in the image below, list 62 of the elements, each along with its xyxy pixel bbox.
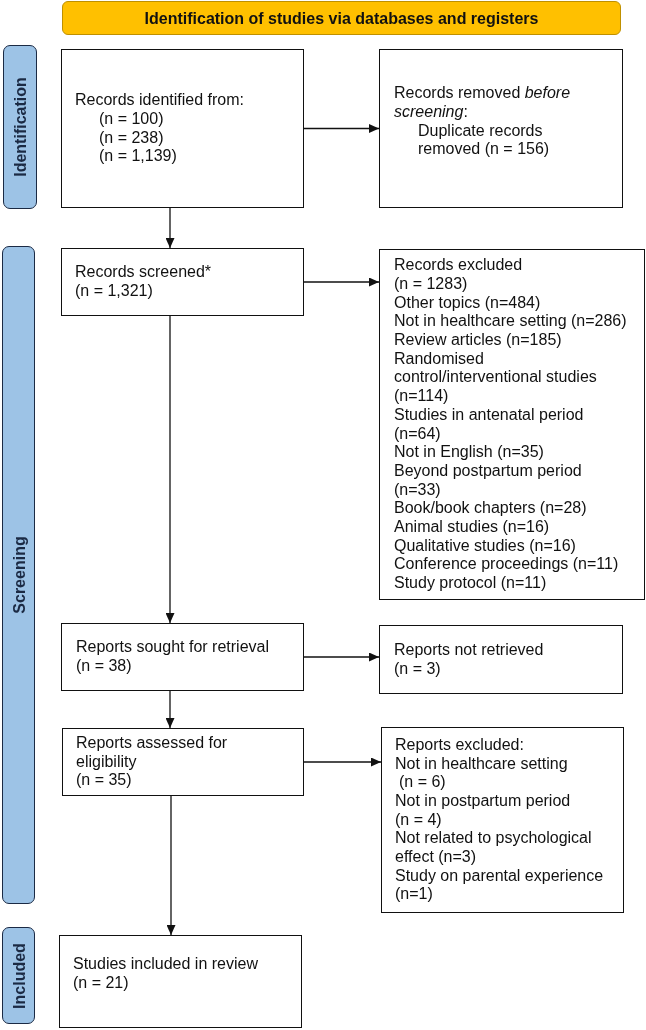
box-text: Qualitative studies (n=16) <box>394 536 577 556</box>
box-text: (n = 38) <box>76 657 133 676</box>
box-text: (n = 35) <box>76 771 133 791</box>
box-heading: Reports sought for retrieval <box>76 638 270 657</box>
box-text: (n = 1,139) <box>99 147 178 166</box>
process-box <box>61 49 304 208</box>
box-text: (n = 3) <box>394 659 442 679</box>
phase-label: Identification <box>10 77 30 177</box>
phase-band <box>3 45 37 209</box>
arrow <box>165 690 175 729</box>
box-text: Not related to psychological effect (n=3) <box>395 829 593 867</box>
phase-band <box>2 246 35 904</box>
phase-label: Screening <box>9 536 28 614</box>
phase-label: Included <box>9 942 28 1009</box>
box-text: Randomised control/interventional studies (n=114) <box>394 349 598 406</box>
arrow <box>303 757 382 767</box>
box-text: Not in healthcare setting (n=286) <box>394 312 628 331</box>
box-heading: Reports not retrieved <box>394 640 545 660</box>
process-box <box>61 248 304 316</box>
box-text: Not in English (n=35) <box>394 443 545 462</box>
box-heading: Records screened* <box>75 263 213 282</box>
box-text: Studies in antenatal period (n=64) <box>394 405 585 444</box>
header-text: Identification of studies via databases and registers <box>144 8 539 28</box>
box-text: (n = 4) <box>395 810 443 830</box>
box-text: (n = 100) <box>99 109 165 129</box>
process-box <box>381 727 624 913</box>
box-text: (n = 1283) <box>394 274 469 294</box>
box-text: Review articles (n=185) <box>394 331 563 350</box>
box-heading: Studies included in review <box>73 954 259 974</box>
box-text: Conference proceedings (n=11) <box>394 555 620 575</box>
box-heading: Records excluded <box>394 256 524 275</box>
process-box <box>379 49 623 208</box>
box-text: Duplicate records removed (n = 156) <box>418 121 551 159</box>
box-text: Study on parental experience (n=1) <box>395 866 605 905</box>
box-text: (n = 1,321) <box>75 282 154 301</box>
section-header <box>62 1 621 35</box>
box-text: Not in healthcare setting <box>395 754 569 774</box>
process-box <box>379 625 623 694</box>
box-text: Study protocol (n=11) <box>394 574 548 593</box>
box-text: Other topics (n=484) <box>394 293 542 313</box>
box-heading: Records removed before screening: <box>394 84 572 122</box>
box-text: (n = 6) <box>399 773 447 792</box>
box-text: (n = 21) <box>73 973 130 993</box>
box-text: (n = 238) <box>99 128 165 148</box>
box-text: Animal studies (n=16) <box>394 518 551 537</box>
arrow <box>303 124 380 133</box>
process-box <box>59 935 302 1028</box>
arrow <box>166 795 176 936</box>
process-box <box>61 623 304 691</box>
box-text: Beyond postpartum period (n=33) <box>394 461 583 500</box>
arrow <box>165 207 175 249</box>
arrow <box>303 652 380 662</box>
box-text: Not in postpartum period <box>395 791 572 811</box>
arrow <box>303 277 380 287</box>
box-heading: Records identified from: <box>75 91 245 110</box>
phase-band <box>2 927 35 1024</box>
box-heading: Reports assessed for eligibility <box>76 733 229 772</box>
process-box <box>62 728 304 796</box>
box-heading: Reports excluded: <box>395 735 525 755</box>
box-text: Book/book chapters (n=28) <box>394 499 588 518</box>
process-box <box>379 249 645 600</box>
arrow <box>165 315 175 624</box>
